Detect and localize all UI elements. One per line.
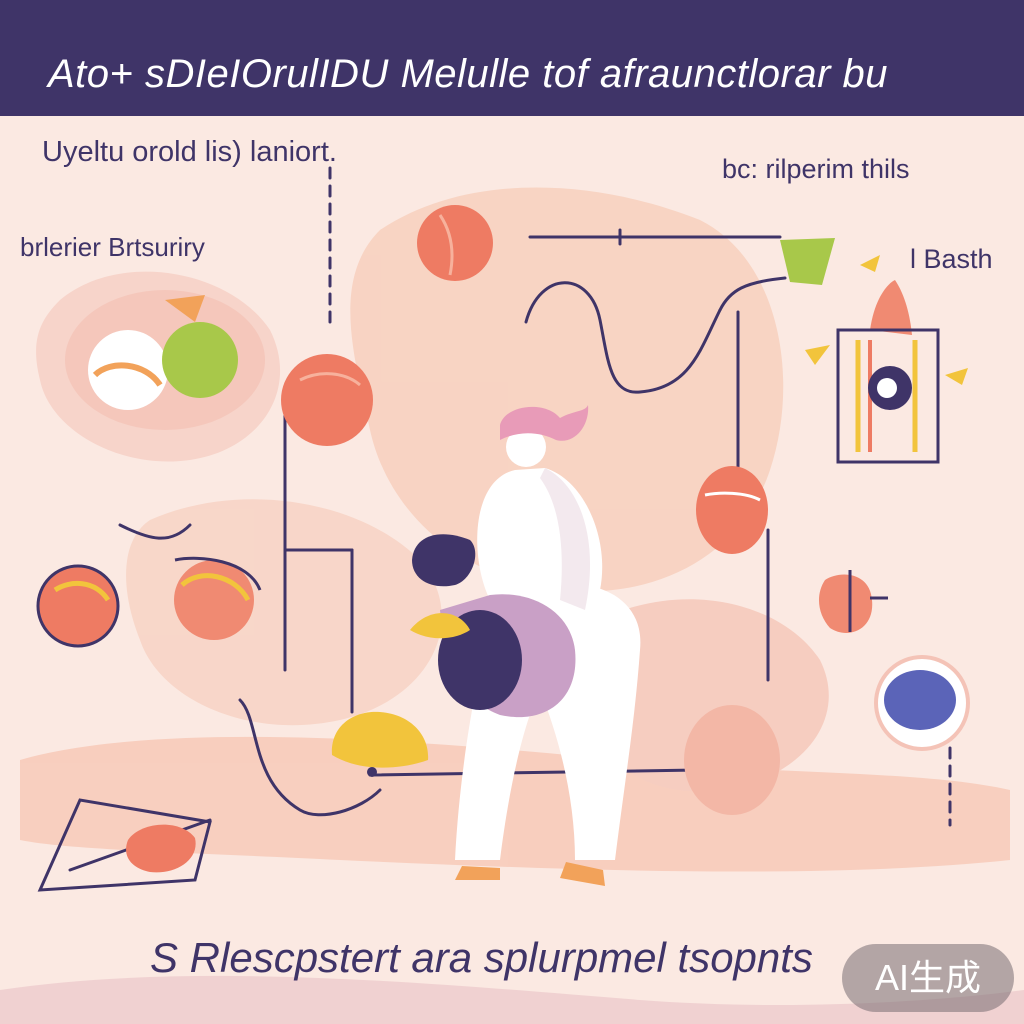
figure-right-shoe: [560, 862, 605, 886]
connector-left-arc: [118, 523, 192, 540]
orange-mid-node: [174, 556, 262, 640]
connector-lines: [37, 166, 952, 892]
fruit-bowl-node: [65, 290, 265, 430]
apple-right-node: [696, 466, 768, 554]
lantern-node: [805, 280, 968, 464]
ai-generated-watermark: AI生成: [842, 944, 1014, 1012]
leaf-node: [780, 238, 835, 285]
label-right: l Basth: [910, 244, 993, 274]
child-figure-scarf: [410, 613, 470, 639]
plum-node: [874, 655, 970, 751]
connector-lower-left: [238, 698, 382, 817]
page-title: Ato+ sDIeIOrulIDU Melulle tof afraunctlo…: [48, 52, 889, 96]
apple-left-node: [281, 354, 373, 446]
figure-arm: [540, 468, 591, 610]
title-banner: Ato+ sDIeIOrulIDU Melulle tof afraunctlo…: [0, 0, 1024, 116]
basket-outline: [37, 798, 212, 892]
basket-fruit-node: [126, 824, 196, 873]
figure-left-shoe: [455, 866, 500, 880]
figure-head: [506, 427, 546, 467]
label-top-left: Uyeltu orold lis) laniort.: [42, 136, 337, 168]
small-fruit-right-node: [818, 570, 888, 633]
peach-lower-right-node: [684, 705, 780, 815]
figure-hair: [500, 405, 589, 441]
bottom-caption: S Rlescpstert ara splurpmel tsopnts: [150, 934, 813, 981]
orange-left-node: [36, 564, 120, 648]
small-leaf-icon: [860, 255, 880, 272]
label-top-right: bc: rilperim thils: [722, 154, 910, 184]
bottom-wave: [0, 975, 1024, 1024]
fruit-nodes: [36, 205, 970, 873]
child-figure-hair: [412, 534, 476, 587]
pie-node: [331, 711, 429, 777]
connector-bottom-horizontal: [368, 768, 700, 777]
connector-wave: [524, 281, 722, 394]
connector-to-leaf: [718, 276, 787, 312]
peach-top-node: [417, 205, 493, 281]
central-figure: [410, 405, 641, 886]
label-left: brlerier Brtsuriry: [20, 232, 205, 262]
